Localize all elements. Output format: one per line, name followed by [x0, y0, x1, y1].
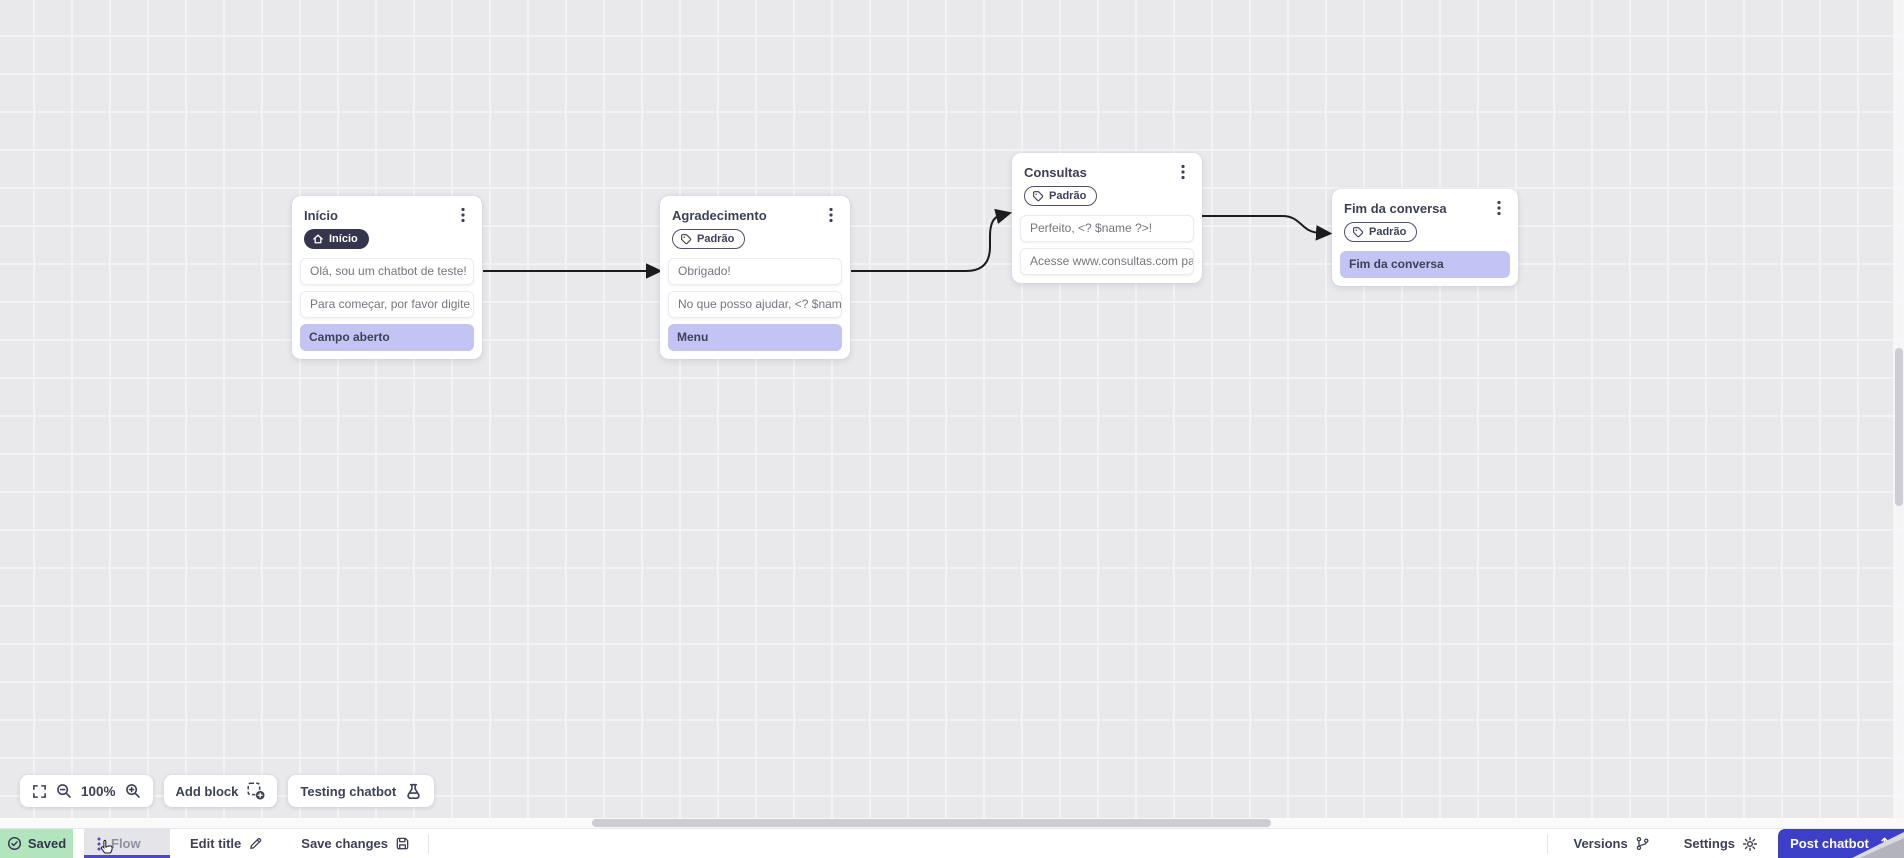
add-block-icon — [247, 782, 265, 800]
zoom-controls: 100% — [20, 775, 153, 807]
post-chatbot-button[interactable]: Post chatbot — [1778, 829, 1904, 858]
window-corner — [1860, 838, 1904, 858]
save-changes-button[interactable]: Save changes — [301, 836, 410, 851]
check-circle-icon — [7, 836, 22, 851]
node-title: Agradecimento — [672, 207, 767, 223]
fullscreen-icon[interactable] — [32, 784, 47, 799]
zoom-level: 100% — [81, 783, 116, 799]
canvas-toolbar: 100% Add block Testing chatbot — [20, 775, 435, 807]
message-block[interactable]: Perfeito, <? $name ?>! — [1020, 215, 1194, 242]
active-tab-indicator — [84, 855, 170, 858]
kebab-menu-icon[interactable] — [822, 206, 840, 224]
horizontal-scrollbar-track — [0, 818, 1904, 828]
message-block[interactable]: No que posso ajudar, <? $name ... — [668, 291, 842, 318]
edit-title-button[interactable]: Edit title — [190, 836, 263, 851]
zoom-out-icon[interactable] — [56, 783, 72, 799]
menu-block[interactable]: Menu — [668, 324, 842, 351]
kebab-menu-icon[interactable] — [454, 206, 472, 224]
testing-chatbot-button[interactable]: Testing chatbot — [288, 775, 435, 807]
saved-status-badge: Saved — [0, 829, 73, 858]
bottom-bar: Saved Flow Edit title Save changes Versi — [0, 828, 1904, 858]
flow-node-fim-da-conversa[interactable]: Fim da conversa Padrão Fim da conversa — [1332, 189, 1518, 286]
add-block-button[interactable]: Add block — [163, 775, 278, 807]
message-block[interactable]: Para começar, por favor digite o ... — [300, 291, 474, 318]
node-title: Fim da conversa — [1344, 200, 1447, 216]
pencil-icon — [248, 836, 263, 851]
start-badge: Início — [304, 229, 369, 249]
message-block[interactable]: Olá, sou um chatbot de teste! — [300, 258, 474, 285]
tag-icon — [1032, 190, 1044, 202]
flow-node-agradecimento[interactable]: Agradecimento Padrão Obrigado! No que po… — [660, 196, 850, 359]
floppy-disk-icon — [395, 836, 410, 851]
settings-button[interactable]: Settings — [1684, 836, 1758, 852]
mouse-cursor-pointer — [96, 836, 118, 858]
connector-consultas-fim — [1202, 215, 1333, 241]
kebab-menu-icon[interactable] — [1174, 163, 1192, 181]
tag-icon — [680, 233, 692, 245]
home-icon — [312, 233, 324, 245]
open-field-block[interactable]: Campo aberto — [300, 324, 474, 351]
message-block[interactable]: Obrigado! — [668, 258, 842, 285]
end-conversation-block[interactable]: Fim da conversa — [1340, 251, 1510, 278]
kebab-menu-icon[interactable] — [1490, 199, 1508, 217]
divider — [1546, 833, 1548, 854]
node-title: Início — [304, 207, 338, 223]
flask-icon — [405, 783, 422, 800]
flow-node-consultas[interactable]: Consultas Padrão Perfeito, <? $name ?>! … — [1012, 153, 1202, 283]
divider — [428, 833, 429, 854]
tag-icon — [1352, 226, 1364, 238]
node-title: Consultas — [1024, 164, 1087, 180]
flow-node-inicio[interactable]: Início Início Olá, sou um chatbot de tes… — [292, 196, 482, 359]
message-block[interactable]: Acesse www.consultas.com par... — [1020, 248, 1194, 275]
tag-badge: Padrão — [1024, 186, 1098, 206]
tag-badge: Padrão — [672, 229, 746, 249]
git-branch-icon — [1635, 836, 1650, 851]
tag-badge: Padrão — [1344, 222, 1418, 242]
zoom-in-icon[interactable] — [125, 783, 141, 799]
gear-icon — [1742, 836, 1758, 852]
vertical-scrollbar-thumb[interactable] — [1895, 348, 1903, 506]
versions-button[interactable]: Versions — [1574, 836, 1650, 851]
tab-flow[interactable]: Flow — [84, 829, 170, 858]
kebab-menu-icon[interactable] — [97, 837, 101, 851]
horizontal-scrollbar-thumb[interactable] — [592, 819, 1271, 827]
connector-agradecimento-consultas — [851, 208, 1013, 272]
